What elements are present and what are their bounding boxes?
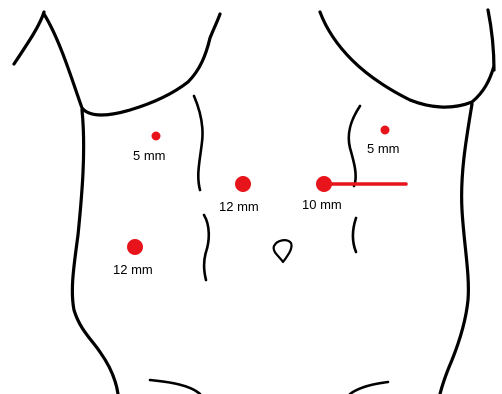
ports-layer: 5 mm 12 mm 12 mm 10 mm 5 mm <box>113 126 406 278</box>
left-flank-line <box>72 110 118 394</box>
left-shoulder-line <box>14 12 44 64</box>
left-rectus-upper <box>194 96 203 190</box>
port-upper-left-patient: 5 mm <box>367 126 400 157</box>
port-label: 12 mm <box>219 199 259 214</box>
left-rectus-lower <box>204 215 209 280</box>
torso-outline-right <box>320 10 494 394</box>
right-groin-line <box>350 382 388 394</box>
port-upper-right-patient: 5 mm <box>133 132 166 164</box>
port-lower-right-patient: 12 mm <box>113 239 153 277</box>
port-dot-5mm <box>381 126 390 135</box>
torso-outline-left <box>14 12 220 394</box>
right-chest-line <box>320 12 494 107</box>
right-rectus-upper <box>349 106 360 186</box>
port-central: 12 mm <box>219 176 259 214</box>
port-dot-5mm <box>152 132 161 141</box>
port-label: 5 mm <box>367 141 400 156</box>
port-label: 12 mm <box>113 262 153 277</box>
port-label: 10 mm <box>302 197 342 212</box>
right-flank-line <box>440 104 472 394</box>
port-dot-12mm <box>127 239 143 255</box>
left-chest-line <box>44 14 220 115</box>
navel-icon <box>274 240 292 262</box>
right-rectus-lower <box>353 218 356 252</box>
left-groin-line <box>150 380 200 394</box>
right-shoulder-line <box>488 10 494 70</box>
port-dot-10mm <box>316 176 332 192</box>
port-dot-12mm <box>235 176 251 192</box>
port-label: 5 mm <box>133 148 166 163</box>
